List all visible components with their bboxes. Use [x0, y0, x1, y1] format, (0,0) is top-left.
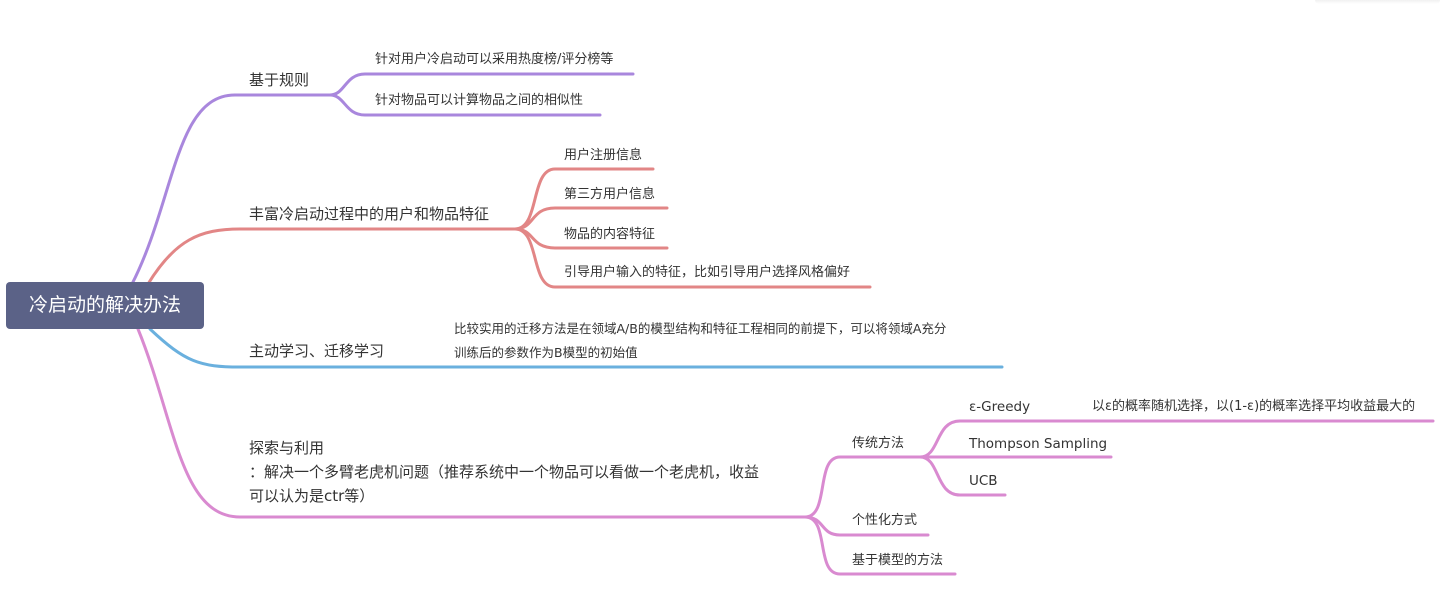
- explore-label-line-1: 探索与利用: [249, 439, 325, 457]
- features-child-guided-input[interactable]: 引导用户输入的特征，比如引导用户选择风格偏好: [564, 265, 851, 280]
- epsilon-greedy-note: 以ε的概率随机选择，以(1-ε)的概率选择平均收益最大的: [1092, 399, 1416, 414]
- connector-explore-child-3: [803, 515, 957, 576]
- explore-label-line-3: 可以认为是ctr等）: [249, 487, 375, 505]
- connector-active: [148, 327, 1004, 369]
- active-transfer-note: 比较实用的迁移方法是在领域A/B的模型结构和特征工程相同的前提下，可以将领域A充…: [454, 317, 946, 365]
- top-right-toolbar-shadow: [1315, 0, 1440, 4]
- traditional-thompson-sampling[interactable]: Thompson Sampling: [969, 436, 1108, 452]
- features-child-third-party[interactable]: 第三方用户信息: [564, 187, 656, 202]
- connector-rules: [130, 93, 332, 286]
- connector-features-child-4: [513, 227, 872, 289]
- branch-features[interactable]: 丰富冷启动过程中的用户和物品特征: [249, 205, 490, 223]
- features-child-content[interactable]: 物品的内容特征: [564, 227, 656, 242]
- active-transfer-note-line-1: 比较实用的迁移方法是在领域A/B的模型结构和特征工程相同的前提下，可以将领域A充…: [454, 321, 947, 336]
- explore-child-traditional[interactable]: 传统方法: [852, 436, 905, 451]
- explore-child-personalized[interactable]: 个性化方式: [852, 513, 918, 528]
- features-child-registration[interactable]: 用户注册信息: [564, 148, 643, 163]
- root-node[interactable]: 冷启动的解决办法: [6, 282, 204, 329]
- connector-rules-child-2: [328, 93, 602, 117]
- branch-rules[interactable]: 基于规则: [249, 71, 310, 89]
- branch-active-transfer[interactable]: 主动学习、迁移学习: [249, 342, 385, 360]
- connector-features-child-2: [513, 206, 669, 231]
- traditional-epsilon-greedy[interactable]: ε-Greedy: [969, 399, 1031, 415]
- explore-label-line-2: ：解决一个多臂老虎机问题（推荐系统中一个物品可以看做一个老虎机，收益: [249, 463, 760, 481]
- explore-child-model-based[interactable]: 基于模型的方法: [852, 553, 944, 568]
- branch-explore-exploit[interactable]: 探索与利用 ：解决一个多臂老虎机问题（推荐系统中一个物品可以看做一个老虎机，收益…: [249, 436, 759, 508]
- connector-traditional-child-1: [918, 419, 1435, 459]
- traditional-ucb[interactable]: UCB: [969, 473, 998, 489]
- rules-child-item[interactable]: 针对物品可以计算物品之间的相似性: [375, 93, 584, 108]
- active-transfer-note-line-2: 训练后的参数作为B模型的初始值: [454, 345, 638, 360]
- connector-rules-child-1: [328, 72, 635, 97]
- connector-traditional-child-3: [918, 455, 1007, 497]
- rules-child-user[interactable]: 针对用户冷启动可以采用热度榜/评分榜等: [375, 52, 614, 67]
- connector-explore: [136, 327, 807, 519]
- connector-features: [146, 227, 517, 286]
- connector-explore-child-1: [803, 455, 922, 519]
